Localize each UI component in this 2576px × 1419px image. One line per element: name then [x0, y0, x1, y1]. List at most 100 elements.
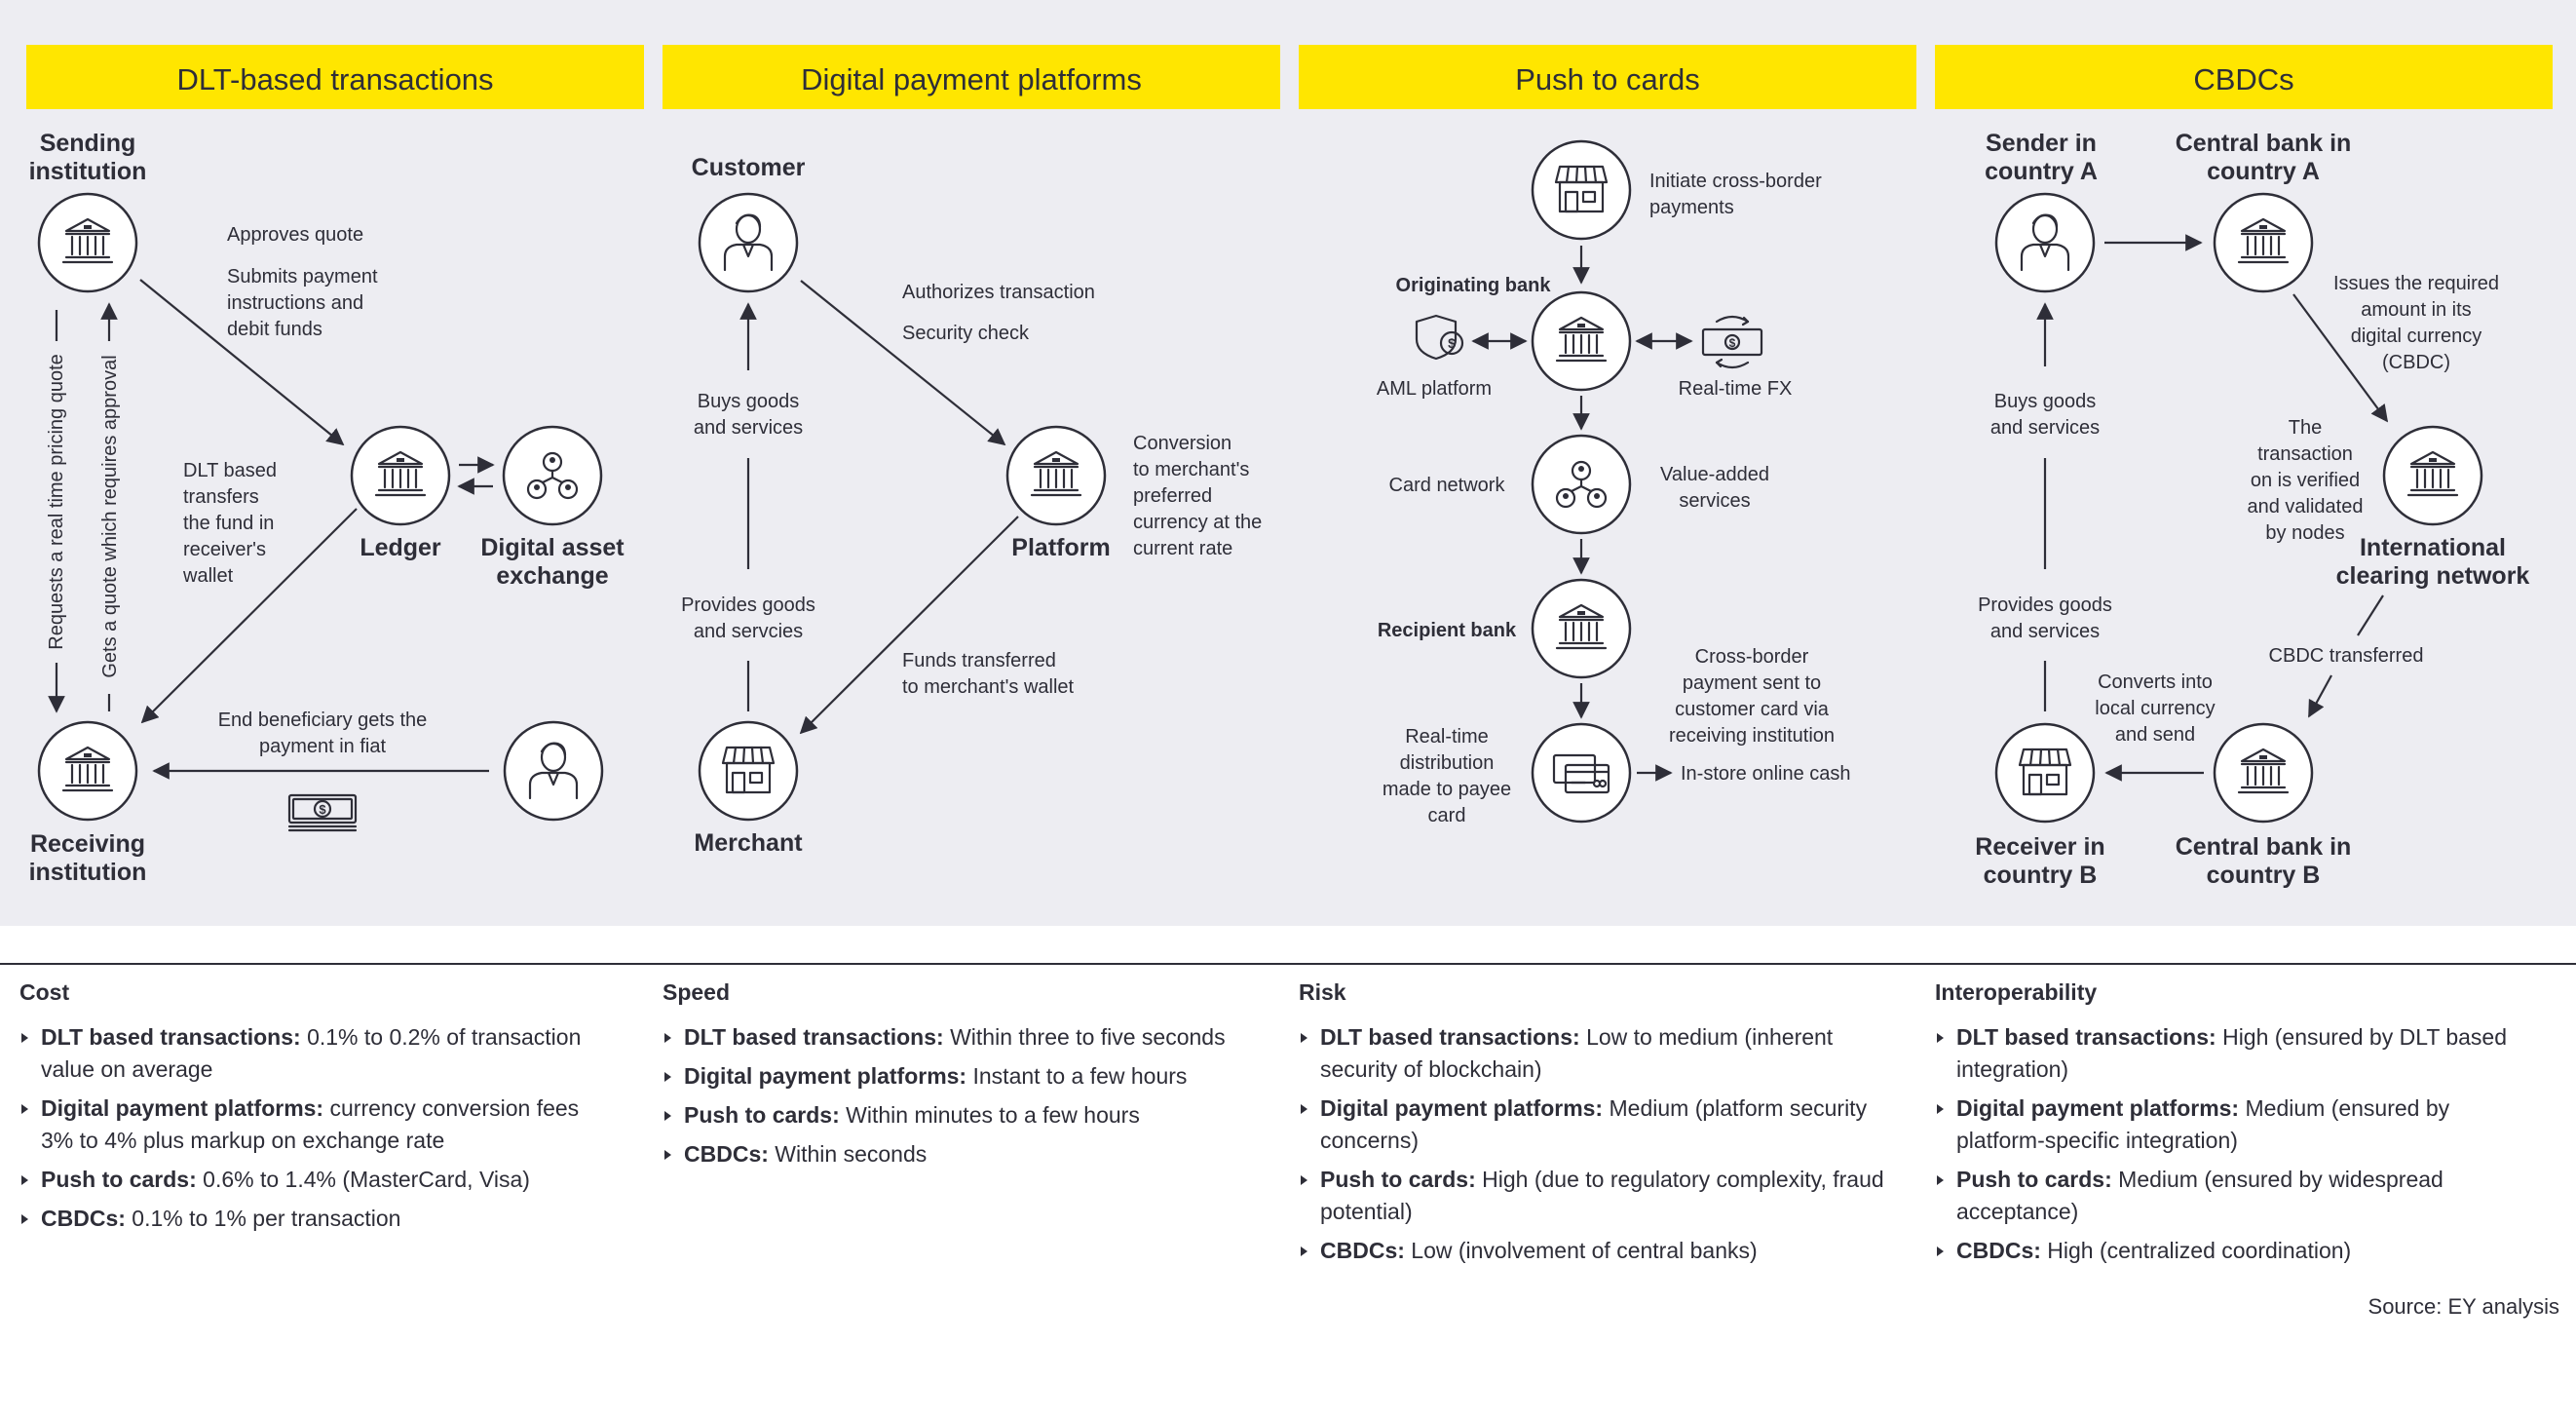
- converts-label-3: and send: [2115, 724, 2195, 746]
- icn-label-1: International: [2360, 534, 2506, 561]
- dlt-transfer-label-1: DLT based: [183, 460, 277, 481]
- dlt-section: Sending institution Approves quote Submi…: [29, 130, 625, 886]
- issues-label-3: digital currency: [2351, 326, 2482, 347]
- sending-institution-label-2: institution: [29, 158, 147, 185]
- provides-goods-label-2: and servcies: [694, 621, 803, 642]
- item-label: DLT based transactions:: [684, 1024, 944, 1050]
- receiver-node: [1994, 722, 2096, 824]
- payment-flows-diagram: $ $ $ DLT-based transactions Digital pay…: [26, 45, 2553, 889]
- initiate-node: [1531, 139, 1632, 241]
- ledger-label: Ledger: [360, 534, 441, 561]
- arrow-customer-to-platform: [800, 280, 1006, 446]
- receiver-label-1: Receiver in: [1975, 833, 2104, 861]
- item-label: DLT based transactions:: [1956, 1024, 2216, 1050]
- arrow-ledger-to-receiving: [140, 508, 358, 724]
- risk-column: Risk DLT based transactions: Low to medi…: [1299, 979, 1893, 1274]
- gets-quote-label: Gets a quote which requires approval: [99, 355, 121, 677]
- cbdc-provides-label-1: Provides goods: [1978, 594, 2112, 616]
- sender-label-1: Sender in: [1986, 130, 2097, 157]
- cross-border-label-1: Cross-border: [1695, 646, 1809, 668]
- item-text: Within seconds: [768, 1141, 928, 1167]
- value-added-label-2: services: [1679, 490, 1750, 512]
- source-note: Source: EY analysis: [2368, 1294, 2559, 1319]
- instore-label: In-store online cash: [1681, 763, 1851, 785]
- icn-label-2: clearing network: [2336, 562, 2530, 590]
- receiving-institution-label-2: institution: [29, 859, 147, 886]
- item-text: currency conversion fees 3% to 4% plus m…: [41, 1095, 580, 1153]
- card-network-label: Card network: [1389, 475, 1506, 496]
- diagram-area: $ $ $ DLT-based transactions Digital pay…: [0, 0, 2576, 926]
- customer-label: Customer: [692, 154, 806, 181]
- header-cbdc-bar: [1935, 45, 2553, 109]
- conversion-label-2: to merchant's: [1133, 459, 1249, 480]
- item-text: Low to medium (inherent security of bloc…: [1320, 1024, 1834, 1082]
- header-dpp-title: Digital payment platforms: [801, 62, 1142, 96]
- list-item: DLT based transactions: Within three to …: [663, 1021, 1257, 1054]
- cbb-label-1: Central bank in: [2176, 833, 2352, 861]
- cross-border-label-2: payment sent to: [1683, 672, 1821, 694]
- list-item: DLT based transactions: High (ensured by…: [1935, 1021, 2529, 1086]
- cbdc-buys-label-1: Buys goods: [1994, 391, 2097, 412]
- real-time-label-1: Real-time: [1405, 726, 1489, 748]
- item-label: CBDCs:: [1956, 1238, 2041, 1263]
- authorizes-label: Authorizes transaction: [902, 282, 1095, 303]
- end-beneficiary-label-1: End beneficiary gets the: [218, 710, 428, 731]
- list-item: Push to cards: Medium (ensured by widesp…: [1935, 1164, 2529, 1228]
- cbdc-provides-label-2: and services: [1990, 621, 2100, 642]
- cross-border-label-3: customer card via: [1675, 699, 1830, 720]
- cbb-label-2: country B: [2207, 862, 2321, 889]
- end-beneficiary-label-2: payment in fiat: [259, 736, 387, 757]
- verified-label-5: by nodes: [2265, 522, 2344, 544]
- interoperability-column: Interoperability DLT based transactions:…: [1935, 979, 2529, 1274]
- dpp-section: Customer Authorizes transaction Security…: [681, 154, 1262, 857]
- item-label: Digital payment platforms:: [1320, 1095, 1604, 1121]
- fx-icon: [1701, 315, 1763, 369]
- security-check-label: Security check: [902, 323, 1030, 344]
- item-text: High (centralized coordination): [2040, 1238, 2352, 1263]
- arrow-cba-to-icn: [2292, 293, 2389, 423]
- item-label: Push to cards:: [1320, 1167, 1476, 1192]
- initiate-label-2: payments: [1649, 197, 1734, 218]
- item-text: 0.6% to 1.4% (MasterCard, Visa): [196, 1167, 530, 1192]
- item-label: Push to cards:: [1956, 1167, 2112, 1192]
- real-time-label-4: card: [1428, 805, 1466, 826]
- cbdc-buys-label-2: and services: [1990, 417, 2100, 439]
- receiver-label-2: country B: [1984, 862, 2098, 889]
- converts-label-2: local currency: [2095, 698, 2215, 719]
- arrow-sending-to-ledger: [139, 279, 345, 446]
- item-text: 0.1% to 1% per transaction: [125, 1206, 401, 1231]
- header-cbdc-title: CBDCs: [2193, 62, 2293, 96]
- cross-border-label-4: receiving institution: [1669, 725, 1835, 747]
- list-item: Digital payment platforms: Medium (ensur…: [1935, 1093, 2529, 1157]
- verified-label-3: on is verified: [2251, 470, 2360, 491]
- initiate-label-1: Initiate cross-border: [1649, 171, 1822, 192]
- list-item: Push to cards: High (due to regulatory c…: [1299, 1164, 1893, 1228]
- header-dlt-bar: [26, 45, 644, 109]
- provides-goods-label-1: Provides goods: [681, 594, 815, 616]
- real-time-label-3: made to payee: [1383, 779, 1511, 800]
- dlt-transfer-label-4: receiver's: [183, 539, 266, 560]
- issues-label-2: amount in its: [2361, 299, 2471, 321]
- dlt-transfer-label-3: the fund in: [183, 513, 274, 534]
- list-item: Push to cards: Within minutes to a few h…: [663, 1099, 1257, 1131]
- value-added-label-1: Value-added: [1660, 464, 1769, 485]
- funds-transferred-label-2: to merchant's wallet: [902, 676, 1075, 698]
- speed-column: Speed DLT based transactions: Within thr…: [663, 979, 1257, 1177]
- risk-title: Risk: [1299, 979, 1346, 1005]
- cba-label-2: country A: [2207, 158, 2320, 185]
- cost-list: DLT based transactions: 0.1% to 0.2% of …: [19, 1021, 614, 1235]
- merchant-node: [698, 720, 799, 822]
- money-icon: [287, 793, 358, 832]
- interoperability-title: Interoperability: [1935, 979, 2098, 1005]
- receiving-institution-label: Receiving: [30, 830, 145, 858]
- list-item: Digital payment platforms: Medium (platf…: [1299, 1093, 1893, 1157]
- speed-title: Speed: [663, 979, 731, 1005]
- item-label: Digital payment platforms:: [1956, 1095, 2240, 1121]
- real-time-label-2: distribution: [1400, 752, 1495, 774]
- section-divider: [0, 963, 2576, 965]
- aml-platform-label: AML platform: [1377, 378, 1492, 400]
- risk-list: DLT based transactions: Low to medium (i…: [1299, 1021, 1893, 1267]
- shield-icon: [1415, 314, 1464, 361]
- conversion-label-4: currency at the: [1133, 512, 1262, 533]
- item-text: Medium (ensured by platform-specific int…: [1956, 1095, 2450, 1153]
